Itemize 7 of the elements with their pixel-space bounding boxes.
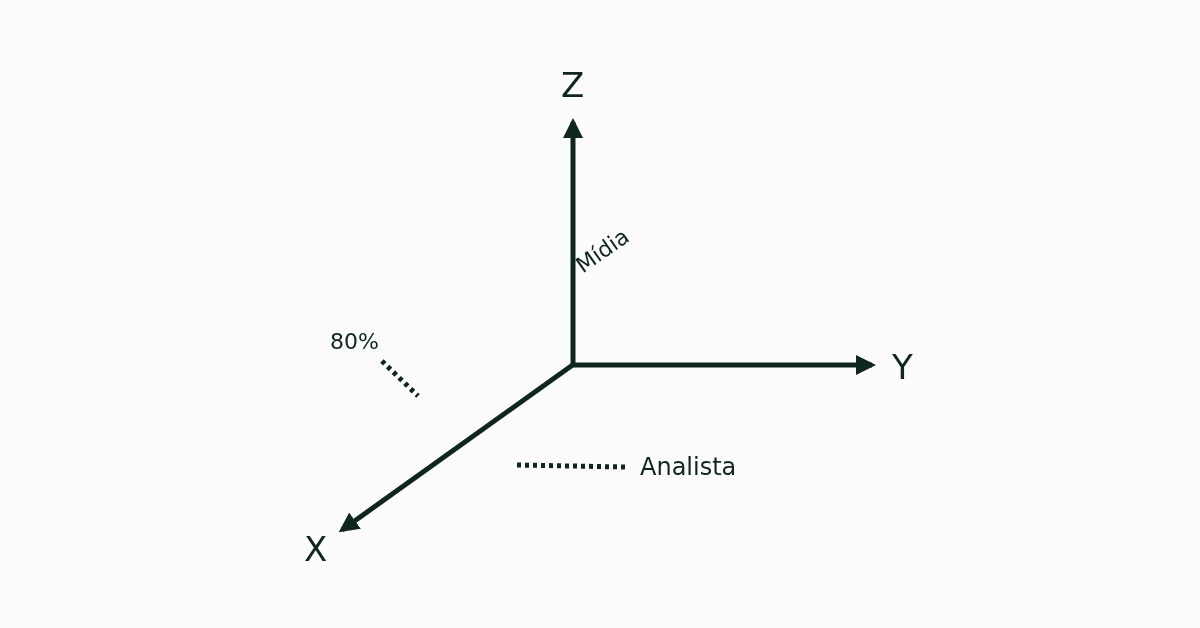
axis-label: Y <box>892 350 913 384</box>
leader-line <box>516 462 626 470</box>
axis-value-label: Analista <box>640 455 737 479</box>
leader-line <box>380 359 420 398</box>
axis-label: Z <box>561 68 585 102</box>
axis-value-label: 80% <box>330 331 379 353</box>
axis-label: X <box>304 532 328 566</box>
